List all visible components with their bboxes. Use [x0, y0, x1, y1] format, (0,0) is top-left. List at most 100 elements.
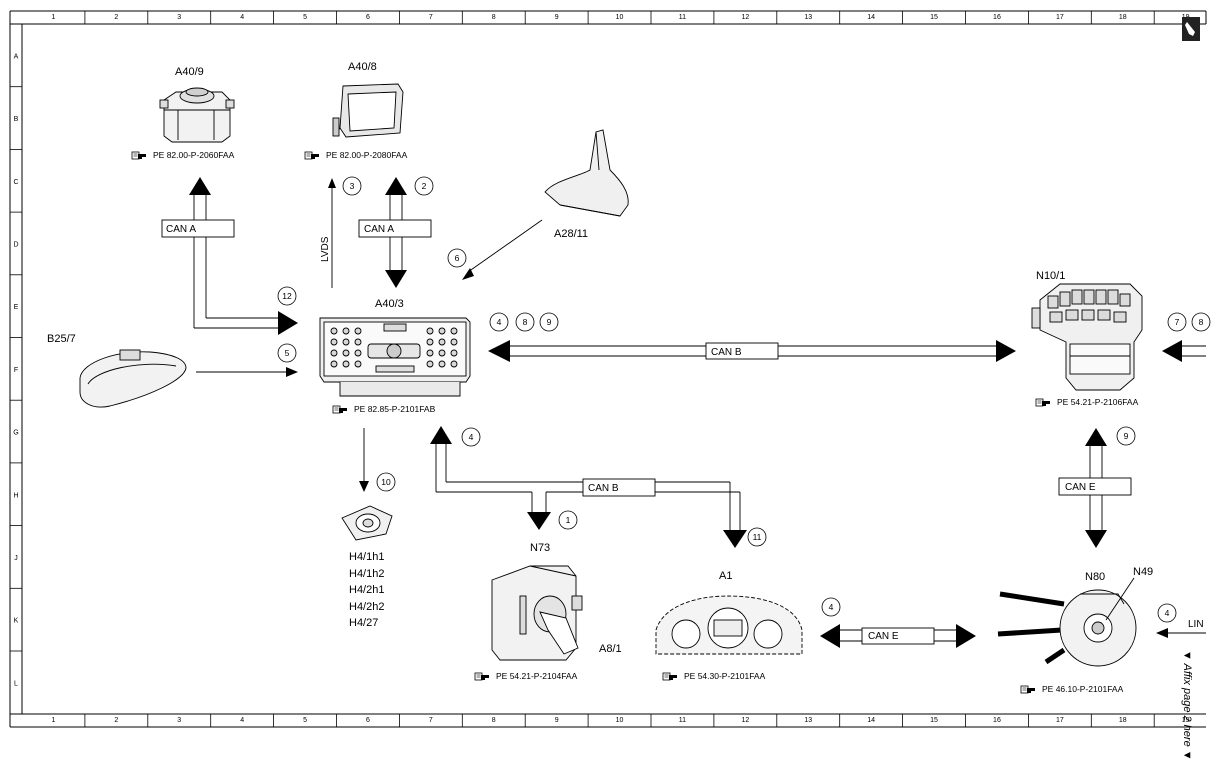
n10-1-label: N10/1 — [1036, 270, 1065, 282]
ruler-column-label: 5 — [303, 14, 307, 21]
ruler-column-label: 12 — [741, 717, 749, 724]
n10-1-component-image — [1031, 283, 1143, 391]
ruler-labels: 1122334455667788991010111112121313141415… — [13, 14, 1189, 724]
marker-9: 9 — [547, 317, 552, 327]
ruler-row-label: E — [14, 304, 19, 311]
ruler-column-label: 14 — [867, 14, 875, 21]
a8-1-label: A8/1 — [599, 643, 622, 655]
marker-10: 10 — [381, 477, 391, 487]
a40-9-reference[interactable]: PE 82.00-P-2060FAA — [153, 150, 235, 160]
a28-11-component-image — [544, 129, 629, 217]
marker-8: 8 — [1199, 317, 1204, 327]
n73-label: N73 — [530, 542, 550, 554]
a40-8-reference[interactable]: PE 82.00-P-2080FAA — [326, 150, 408, 160]
marker-1: 1 — [566, 515, 571, 525]
ruler-column-label: 16 — [993, 14, 1001, 21]
a28-11-label: A28/11 — [554, 228, 588, 240]
ruler-column-label: 12 — [741, 14, 749, 21]
ruler-column-label: 14 — [867, 717, 875, 724]
a8-1-reference[interactable]: PE 54.21-P-2104FAA — [496, 671, 578, 681]
a1-component-image — [655, 595, 803, 655]
b25-7-label: B25/7 — [47, 333, 76, 345]
marker-7: 7 — [1175, 317, 1180, 327]
a1-label: A1 — [719, 570, 732, 582]
bus-label-boxes — [161, 219, 1132, 645]
ruler-column-label: 10 — [616, 14, 624, 21]
ruler-column-label: 9 — [555, 717, 559, 724]
ruler-row-label: F — [14, 367, 18, 374]
ruler-column-label: 11 — [679, 717, 686, 724]
lin-label: LIN — [1188, 619, 1204, 630]
ruler-column-label: 7 — [429, 717, 433, 724]
can-b-lower-label: CAN B — [588, 483, 619, 494]
ruler-column-label: 4 — [240, 717, 244, 724]
h4-speaker-image — [341, 505, 393, 541]
marker-circles — [277, 176, 1211, 623]
ruler-column-label: 13 — [804, 14, 812, 21]
marker-9: 9 — [1124, 431, 1129, 441]
ruler-column-label: 5 — [303, 717, 307, 724]
marker-6: 6 — [455, 253, 460, 263]
ruler-column-label: 10 — [616, 717, 624, 724]
h4-label: H4/1h2 — [349, 568, 384, 580]
can-a-right-label: CAN A — [364, 224, 394, 235]
ruler-column-label: 18 — [1119, 14, 1127, 21]
ruler-row-label: J — [14, 555, 18, 562]
b25-7-component-image — [79, 349, 187, 408]
can-b-main-label: CAN B — [711, 347, 742, 358]
affix-page-note: ▼ Affix page 2 here ▼ — [1181, 650, 1193, 761]
ruler-row-label: L — [14, 680, 18, 687]
marker-4: 4 — [1165, 608, 1170, 618]
ruler-column-label: 15 — [930, 14, 938, 21]
marker-11: 11 — [753, 532, 762, 542]
ruler-column-label: 9 — [555, 14, 559, 21]
a1-reference[interactable]: PE 54.30-P-2101FAA — [684, 671, 766, 681]
a40-3-reference[interactable]: PE 82.85-P-2101FAB — [354, 404, 436, 414]
ruler-column-label: 1 — [51, 717, 55, 724]
ruler-column-label: 1 — [51, 14, 55, 21]
ruler-ticks — [10, 11, 1155, 727]
marker-4: 4 — [829, 602, 834, 612]
ruler-column-label: 4 — [240, 14, 244, 21]
ruler-column-label: 7 — [429, 14, 433, 21]
h4-label: H4/1h1 — [349, 551, 384, 563]
ruler-column-label: 8 — [492, 14, 496, 21]
ruler-column-label: 18 — [1119, 717, 1127, 724]
a40-8-component-image — [332, 83, 404, 138]
a40-9-label: A40/9 — [175, 66, 204, 78]
ruler-column-label: 2 — [114, 717, 118, 724]
ruler-column-label: 3 — [177, 14, 181, 21]
a8-1-component-image — [491, 565, 583, 661]
marker-8: 8 — [523, 317, 528, 327]
ruler-column-label: 17 — [1056, 717, 1064, 724]
ruler-column-label: 6 — [366, 14, 370, 21]
ruler-row-label: D — [13, 241, 18, 248]
pencil-icon — [1182, 17, 1200, 41]
a40-9-component-image — [159, 87, 235, 143]
ruler-column-label: 17 — [1056, 14, 1064, 21]
n80-label: N80 — [1085, 571, 1105, 583]
ruler-column-label: 11 — [679, 14, 686, 21]
ruler-row-label: G — [13, 430, 18, 437]
ruler-column-label: 6 — [366, 717, 370, 724]
lvds-label: LVDS — [320, 236, 331, 262]
ruler-column-label: 19 — [1182, 717, 1190, 724]
n80-reference[interactable]: PE 46.10-P-2101FAA — [1042, 684, 1124, 694]
n10-1-reference[interactable]: PE 54.21-P-2106FAA — [1057, 397, 1139, 407]
ruler-column-label: 13 — [804, 717, 812, 724]
can-e-right-label: CAN E — [1065, 482, 1096, 493]
marker-12: 12 — [282, 291, 292, 301]
a40-8-label: A40/8 — [348, 61, 377, 73]
ruler-column-label: 3 — [177, 717, 181, 724]
arrowheads — [189, 177, 1182, 648]
marker-3: 3 — [350, 181, 355, 191]
ruler-column-label: 16 — [993, 717, 1001, 724]
marker-4: 4 — [497, 317, 502, 327]
ruler-row-label: B — [14, 116, 19, 123]
ruler-column-label: 8 — [492, 717, 496, 724]
h4-label: H4/2h1 — [349, 584, 384, 596]
can-a-left-label: CAN A — [166, 224, 196, 235]
n80-component-image — [997, 589, 1137, 667]
marker-4: 4 — [469, 432, 474, 442]
